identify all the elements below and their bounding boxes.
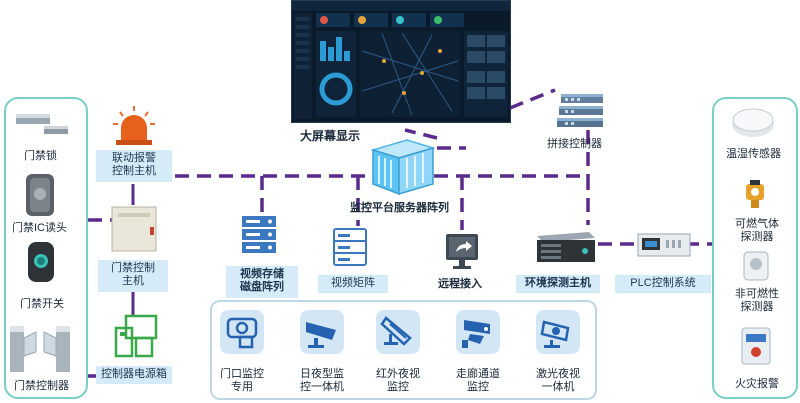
plc-label: PLC控制系统	[615, 275, 711, 293]
laser-camera-icon	[540, 320, 570, 348]
temp-sensor-device	[730, 104, 776, 140]
ic-reader-label: 门禁IC读头	[12, 222, 67, 234]
storage-label: 视频存储 磁盘阵列	[226, 266, 298, 298]
non-flammable-detector-label: 非可燃性 探测器	[735, 288, 779, 313]
video-matrix-label: 视频矩阵	[318, 275, 388, 293]
storage-array-device	[240, 214, 280, 256]
splicing-controller-device	[555, 92, 607, 132]
fire-alarm-icon	[741, 327, 771, 365]
alarm-beacon-icon	[113, 106, 155, 145]
camera-label-0: 门口监控 专用	[220, 368, 264, 393]
power-box-device	[110, 314, 158, 358]
camera-tile-1	[300, 310, 344, 354]
temperature-sensor-icon	[732, 108, 774, 137]
remote-access-label: 远程接入	[438, 278, 482, 290]
turnstile-label: 门禁控制器	[14, 380, 69, 392]
fire-alarm-device	[738, 326, 774, 366]
camera-label-3: 走廊通道 监控	[456, 368, 500, 393]
rack-switch-icon	[557, 94, 603, 127]
power-box-icon	[114, 314, 158, 358]
plc-controller-icon	[637, 233, 691, 257]
video-matrix-device	[332, 227, 368, 267]
video-matrix-icon	[333, 228, 367, 266]
door-switch-label: 门禁开关	[20, 298, 64, 310]
door-lock-label: 门禁锁	[24, 150, 57, 162]
ic-reader-device	[24, 172, 56, 218]
screen-caption: 大屏幕显示	[300, 129, 361, 143]
server-array-device	[367, 136, 439, 198]
splicing-controller-label: 拼接控制器	[547, 138, 602, 150]
non-flammable-detector-icon	[743, 251, 769, 281]
turnstile-icon	[10, 326, 70, 372]
fire-alarm-label: 火灾报警	[735, 378, 779, 390]
env-host-label: 环境探测主机	[516, 275, 600, 293]
temp-sensor-label: 温湿传感器	[726, 148, 781, 160]
camera-label-2: 红外夜视 监控	[376, 368, 420, 393]
camera-tile-0	[220, 310, 264, 354]
access-host-label: 门禁控制 主机	[98, 260, 168, 292]
infrared-camera-icon	[380, 316, 412, 346]
door-switch-icon	[28, 242, 54, 282]
turnstile-device	[6, 318, 76, 374]
door-lock-icon	[16, 114, 68, 134]
ic-reader-icon	[26, 174, 54, 216]
gas-detector-device	[740, 178, 770, 212]
camera-tile-4	[536, 310, 580, 354]
server-cube-icon	[370, 139, 436, 196]
bullet-camera-icon	[306, 322, 336, 348]
remote-monitor-icon	[446, 234, 478, 269]
remote-access-device	[444, 232, 482, 272]
large-screen-display	[291, 0, 511, 123]
power-box-label: 控制器电源箱	[96, 366, 172, 384]
disk-array-icon	[242, 216, 276, 253]
nvr-host-icon	[537, 232, 595, 262]
camera-label-4: 激光夜视 一体机	[536, 368, 580, 393]
plc-device	[636, 230, 692, 260]
camera-label-1: 日夜型监 控一体机	[300, 368, 344, 393]
server-array-label: 监控平台服务器阵列	[350, 202, 449, 214]
camera-tile-3	[456, 310, 500, 354]
control-box-icon	[111, 206, 157, 252]
env-host-device	[533, 230, 597, 264]
dashboard-screen-icon	[292, 1, 510, 119]
alarm-light-device	[112, 106, 156, 146]
gas-detector-icon	[746, 180, 764, 208]
corridor-camera-icon	[462, 320, 490, 348]
door-lock-device	[14, 110, 70, 138]
door-switch-device	[26, 240, 56, 284]
dome-camera-icon	[226, 317, 258, 349]
gas-detector-label: 可燃气体 探测器	[735, 218, 779, 243]
non-flammable-detector-device	[742, 250, 770, 282]
camera-tile-2	[376, 310, 420, 354]
alarm-host-label: 联动报警 控制主机	[96, 150, 172, 182]
access-controller-box	[110, 205, 158, 253]
